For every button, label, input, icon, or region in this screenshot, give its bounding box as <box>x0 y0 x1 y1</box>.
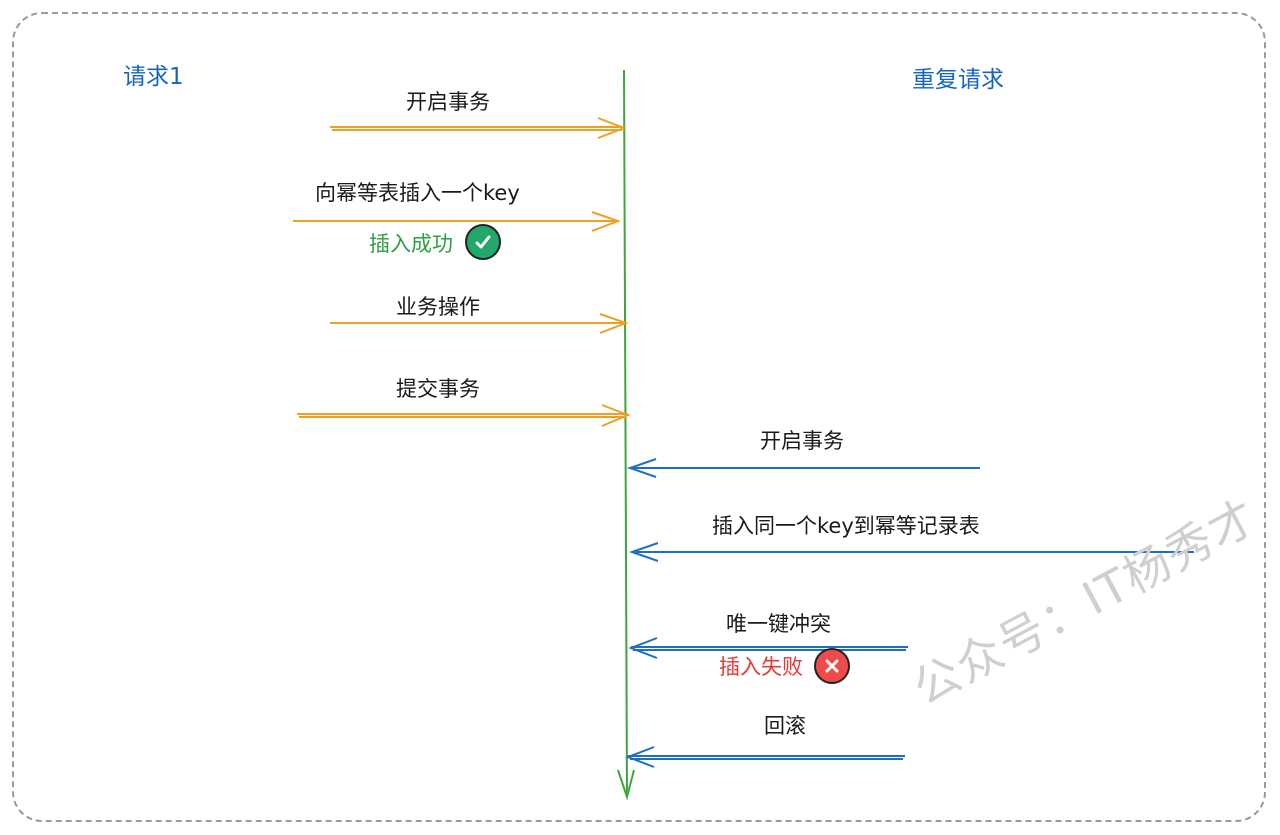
right-arrow-2 <box>628 542 1194 562</box>
left-arrow-1 <box>330 117 627 139</box>
timeline-arrowhead <box>617 769 635 801</box>
check-circle-icon <box>465 224 501 260</box>
right-step-2-label: 插入同一个key到幂等记录表 <box>712 514 980 538</box>
left-step-2-label: 向幂等表插入一个key <box>315 181 520 205</box>
left-lane-header: 请求1 <box>123 64 184 90</box>
right-step-4-label: 回滚 <box>764 714 806 738</box>
left-result-label: 插入成功 <box>369 232 453 256</box>
right-step-3-label: 唯一键冲突 <box>726 612 831 636</box>
right-lane-header: 重复请求 <box>912 67 1004 93</box>
diagram-frame <box>12 12 1266 822</box>
left-arrow-4 <box>297 404 631 427</box>
left-step-3-label: 业务操作 <box>396 295 480 319</box>
left-arrow-3 <box>330 313 629 334</box>
right-step-1-label: 开启事务 <box>760 429 844 453</box>
right-arrow-4 <box>625 746 905 768</box>
left-step-1-label: 开启事务 <box>406 90 490 114</box>
x-circle-icon <box>814 648 850 684</box>
right-arrow-1 <box>626 458 980 478</box>
left-step-4-label: 提交事务 <box>396 377 480 401</box>
left-arrow-2 <box>293 211 621 232</box>
timeline <box>623 69 628 796</box>
right-arrow-3 <box>628 637 908 659</box>
right-result-label: 插入失败 <box>719 655 803 679</box>
